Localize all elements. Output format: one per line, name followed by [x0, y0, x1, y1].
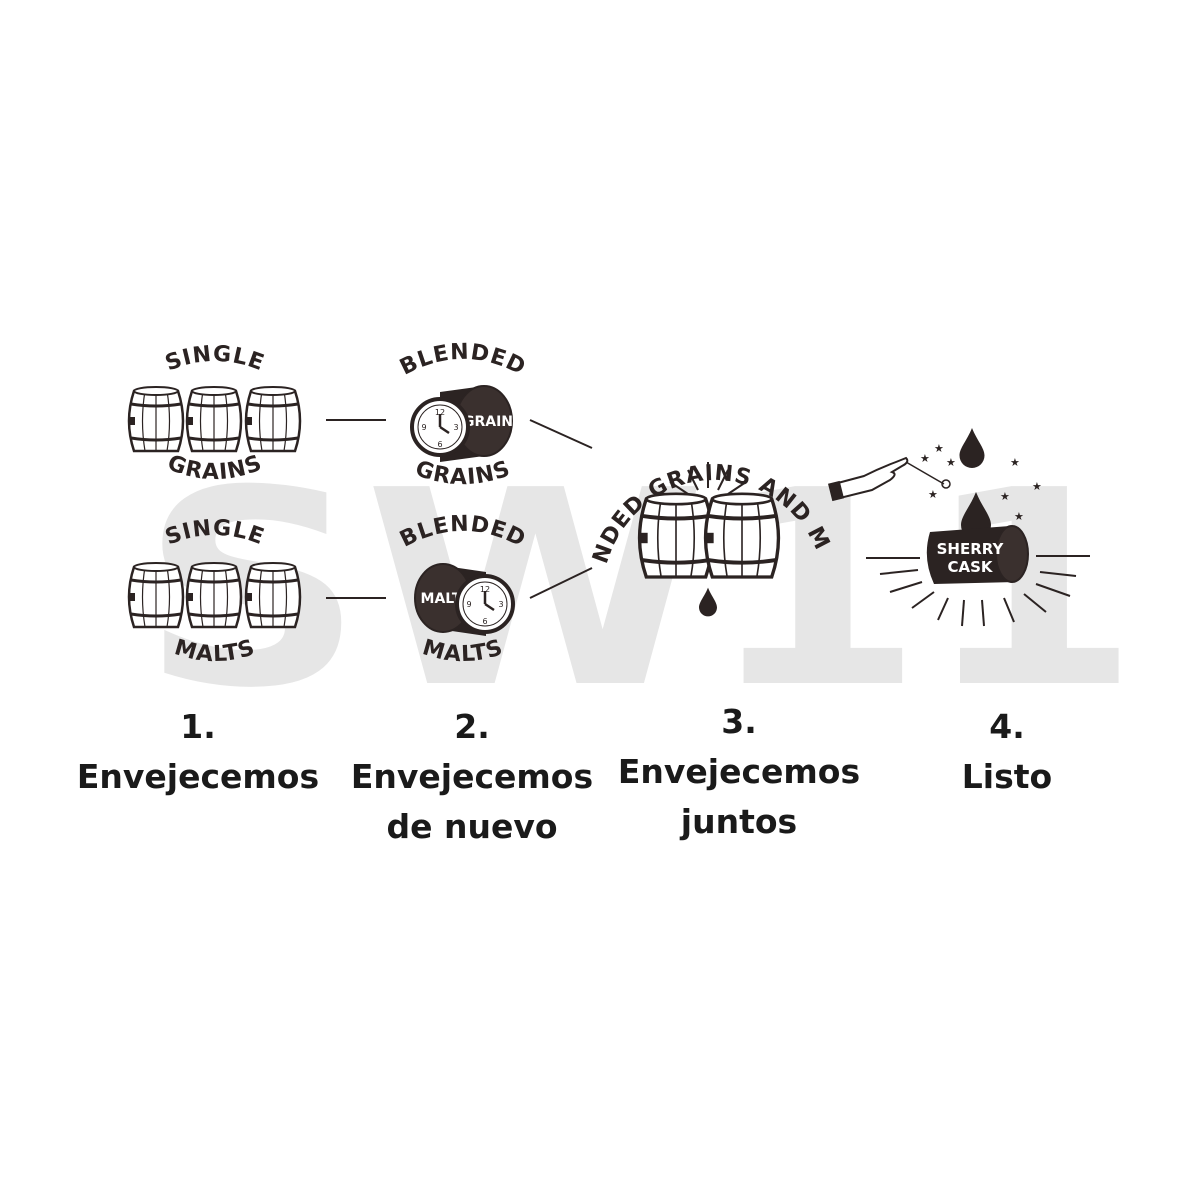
- step-2-line-2: de nuevo: [386, 807, 558, 846]
- step-2-caption: 2. Envejecemos de nuevo: [322, 702, 622, 852]
- single-grains-top-label: SINGLE: [162, 342, 267, 377]
- sparkle-lines: [669, 462, 747, 495]
- step-4-number: 4.: [989, 707, 1025, 746]
- malt-cask-icon: MALT: [414, 563, 515, 636]
- step-4-caption: 4. Listo: [857, 702, 1157, 802]
- stars-decoration: ★ ★ ★ ★ ★ ★ ★ ★: [920, 442, 1042, 523]
- hand-icon: [828, 456, 951, 502]
- step-2-number: 2.: [454, 707, 490, 746]
- step-1-line-1: Envejecemos: [76, 757, 320, 796]
- sherry-cask-badge: ★ ★ ★ ★ ★ ★ ★ ★ SHERRY CASK: [828, 428, 1090, 627]
- step-3-number: 3.: [721, 702, 757, 741]
- svg-text:★: ★: [1010, 456, 1020, 469]
- connector-lines: [326, 419, 593, 599]
- svg-text:BLENDED: BLENDED: [396, 340, 530, 381]
- grain-cask-icon: GRAIN: [410, 385, 513, 462]
- burst-lines: [866, 555, 1090, 627]
- step-1-number: 1.: [180, 707, 216, 746]
- watermark-text: SW11: [140, 432, 1140, 747]
- svg-text:★: ★: [1000, 490, 1010, 503]
- step-3-line-1: Envejecemos: [617, 752, 861, 791]
- svg-text:★: ★: [934, 442, 944, 455]
- step-3-line-2: juntos: [680, 802, 798, 841]
- svg-text:★: ★: [1032, 480, 1042, 493]
- sherry-cask-label-line1: SHERRY: [937, 540, 1005, 558]
- svg-text:★: ★: [946, 456, 956, 469]
- sherry-cask-icon: SHERRY CASK: [926, 525, 1029, 584]
- step-4-line-1: Listo: [961, 757, 1053, 796]
- svg-text:★: ★: [1014, 510, 1024, 523]
- svg-text:★: ★: [928, 488, 938, 501]
- double-barrel-icon: [640, 494, 779, 577]
- malt-cask-label: MALT: [421, 591, 462, 607]
- sherry-cask-label-line2: CASK: [947, 558, 993, 576]
- blended-grains-top-label: BLENDED: [396, 340, 529, 381]
- svg-text:★: ★: [920, 452, 930, 465]
- step-3-caption: 3. Envejecemos juntos: [589, 697, 889, 847]
- step-1-caption: 1. Envejecemos: [48, 702, 348, 802]
- grain-cask-label: GRAIN: [463, 414, 513, 430]
- step-2-line-1: Envejecemos: [350, 757, 594, 796]
- svg-text:SINGLE: SINGLE: [162, 342, 268, 377]
